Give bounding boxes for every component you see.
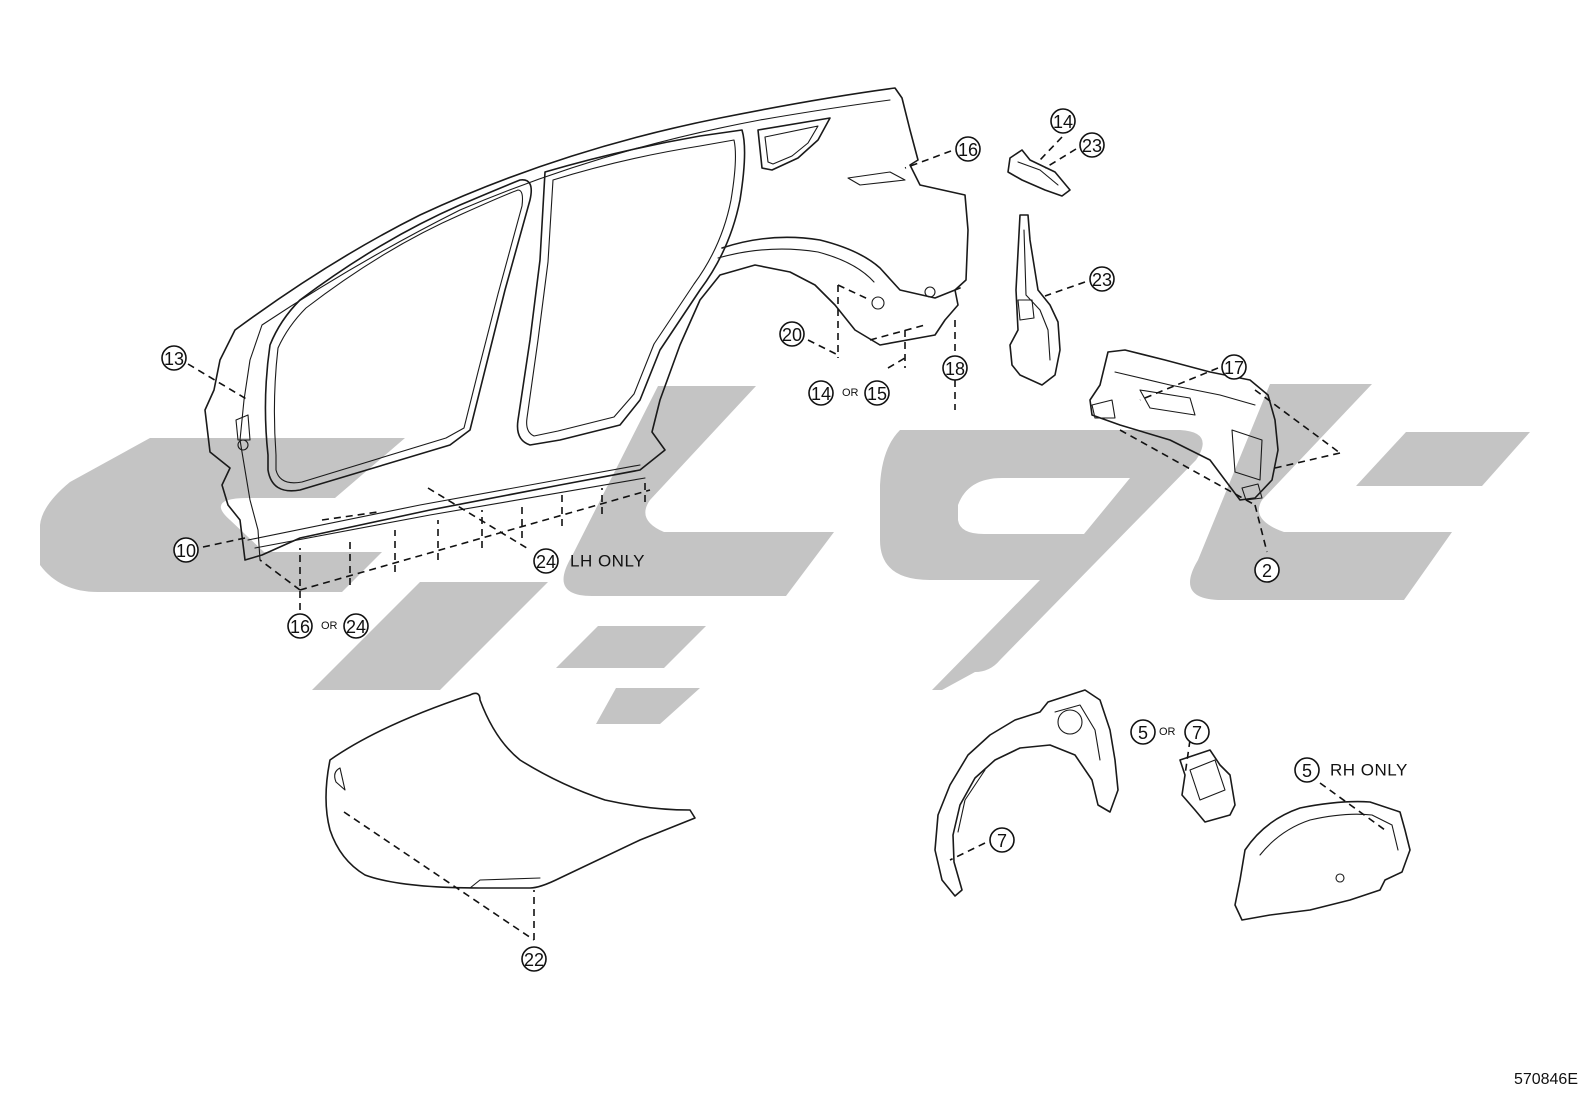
- callout-circle: [1254, 557, 1280, 583]
- callout-c16a: 16: [287, 613, 313, 639]
- front-wheel-housing-part: [934, 689, 1119, 897]
- callout-circle: [1079, 132, 1105, 158]
- callout-circle: [1221, 354, 1247, 380]
- note-layer: LH ONLY RH ONLY: [570, 552, 1408, 780]
- or-label: OR: [1159, 726, 1176, 738]
- callout-circle: [161, 345, 187, 371]
- or-label: OR: [842, 387, 859, 399]
- callout-circle: [1050, 108, 1076, 134]
- callout-c23a: 23: [1079, 132, 1105, 158]
- callout-number: 22: [524, 950, 544, 970]
- callout-c20: 20: [779, 321, 805, 347]
- callout-number: 14: [811, 384, 831, 404]
- callout-c16b: 16: [955, 136, 981, 162]
- small-bracket-part: [1179, 749, 1236, 823]
- callout-number: 2: [1262, 561, 1272, 581]
- note-lh-only: LH ONLY: [570, 552, 645, 571]
- callout-c7a: 7: [989, 827, 1015, 853]
- callout-c23b: 23: [1089, 266, 1115, 292]
- callout-c5a: 5: [1130, 719, 1156, 745]
- callout-number: 10: [176, 541, 196, 561]
- callout-c10: 10: [173, 537, 199, 563]
- callout-circle: [533, 548, 559, 574]
- callout-circle: [1184, 719, 1210, 745]
- callout-number: 14: [1053, 112, 1073, 132]
- callout-c14b: 14: [1050, 108, 1076, 134]
- callout-number: 17: [1224, 358, 1244, 378]
- note-rh-only: RH ONLY: [1330, 761, 1408, 780]
- callout-number: 13: [164, 349, 184, 369]
- callout-c18: 18: [942, 355, 968, 381]
- callout-number: 7: [997, 831, 1007, 851]
- callout-number: 24: [536, 552, 556, 572]
- fender-liner-part: [1234, 800, 1411, 921]
- drawing-code: 570846E: [1513, 1071, 1578, 1088]
- leader-lines: [187, 136, 1386, 941]
- callout-number: 23: [1082, 136, 1102, 156]
- rear-panel-member-part: [1089, 349, 1279, 501]
- callout-c7b: 7: [1184, 719, 1210, 745]
- upper-bracket-part: [1007, 149, 1071, 197]
- callout-circle: [287, 613, 313, 639]
- pillar-reinforcement-part: [1009, 214, 1061, 386]
- callout-c24a: 24: [343, 613, 369, 639]
- callout-number: 23: [1092, 270, 1112, 290]
- callout-number: 18: [945, 359, 965, 379]
- callout-c13: 13: [161, 345, 187, 371]
- callout-number: 15: [867, 384, 887, 404]
- callout-number: 7: [1192, 723, 1202, 743]
- callout-c15: 15: [864, 380, 890, 406]
- callout-circle: [955, 136, 981, 162]
- callout-c22: 22: [521, 946, 547, 972]
- callout-circle: [864, 380, 890, 406]
- or-label-layer: OR OR OR: [321, 387, 1176, 738]
- callout-number: 5: [1302, 761, 1312, 781]
- hood-part: [325, 692, 696, 889]
- callout-number: 20: [782, 325, 802, 345]
- or-label: OR: [321, 620, 338, 632]
- callout-circle: [808, 380, 834, 406]
- callout-c2: 2: [1254, 557, 1280, 583]
- callout-c5b: 5: [1294, 757, 1320, 783]
- callout-circle: [173, 537, 199, 563]
- callout-number: 16: [290, 617, 310, 637]
- callout-circle: [942, 355, 968, 381]
- callout-c17: 17: [1221, 354, 1247, 380]
- callout-circle: [521, 946, 547, 972]
- callout-circle: [1130, 719, 1156, 745]
- callout-circle: [779, 321, 805, 347]
- callout-circle: [1089, 266, 1115, 292]
- callout-circle: [1294, 757, 1320, 783]
- callout-circle: [989, 827, 1015, 853]
- callout-number: 16: [958, 140, 978, 160]
- body-side-outer-panel: [204, 87, 969, 561]
- callout-number: 24: [346, 617, 366, 637]
- callout-circle: [343, 613, 369, 639]
- callout-c24b: 24: [533, 548, 559, 574]
- callout-c14a: 14: [808, 380, 834, 406]
- callout-number: 5: [1138, 723, 1148, 743]
